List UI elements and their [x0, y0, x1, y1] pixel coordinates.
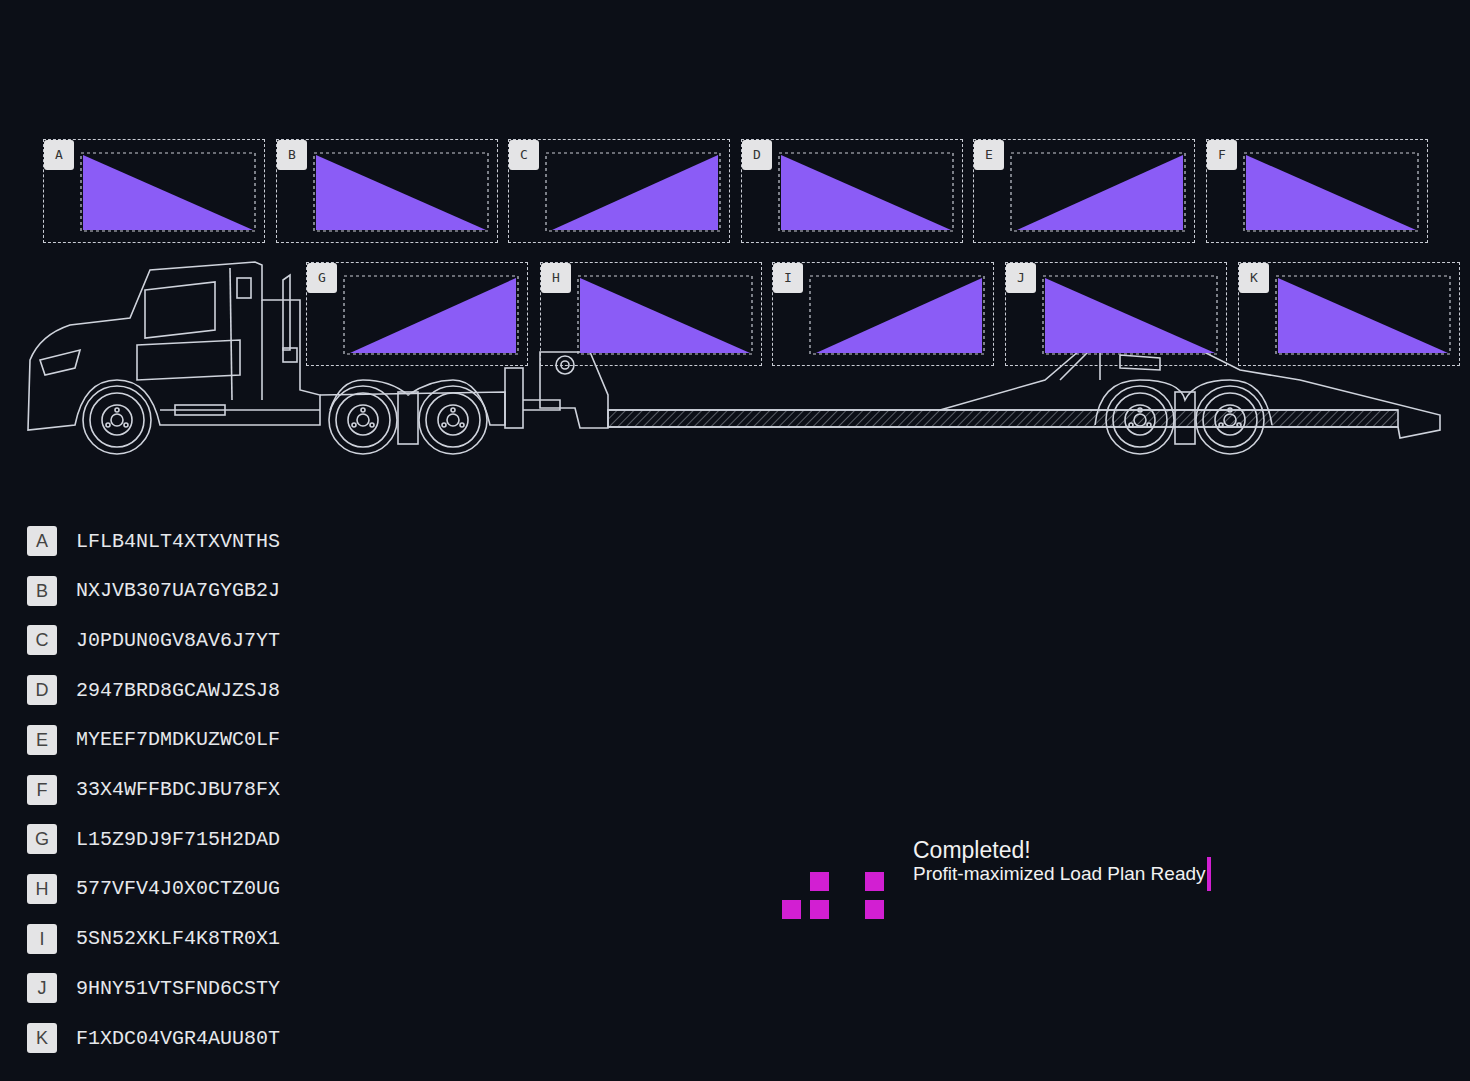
vehicle-shape — [773, 263, 993, 365]
vehicle-list-item: K F1XDC04VGR4AUU80T — [27, 1023, 280, 1053]
vehicle-shape — [307, 263, 527, 365]
vehicle-list-item: G L15Z9DJ9F715H2DAD — [27, 824, 280, 854]
list-letter: G — [27, 824, 57, 854]
vehicle-list-item: C J0PDUN0GV8AV6J7YT — [27, 625, 280, 655]
vehicle-list-item: H 577VFV4J0X0CTZ0UG — [27, 874, 280, 904]
vin-number: 9HNY51VTSFND6CSTY — [76, 977, 280, 1000]
vin-number: 5SN52XKLF4K8TR0X1 — [76, 927, 280, 950]
slot-letter: A — [44, 140, 74, 170]
vehicle-shape — [509, 140, 729, 242]
vehicle-slot: K — [1238, 262, 1460, 366]
slot-letter: E — [974, 140, 1004, 170]
vin-number: L15Z9DJ9F715H2DAD — [76, 828, 280, 851]
vehicle-list-item: F 33X4WFFBDCJBU78FX — [27, 775, 280, 805]
list-letter: B — [27, 576, 57, 606]
slot-letter: K — [1239, 263, 1269, 293]
vehicle-slot: B — [276, 139, 498, 243]
vehicle-slot: I — [772, 262, 994, 366]
vin-number: LFLB4NLT4XTXVNTHS — [76, 530, 280, 553]
vehicle-slot: H — [540, 262, 762, 366]
vehicle-slot: A — [43, 139, 265, 243]
vehicle-shape — [277, 140, 497, 242]
status-message: Profit-maximized Load Plan Ready — [913, 863, 1206, 885]
list-letter: H — [27, 874, 57, 904]
vin-number: J0PDUN0GV8AV6J7YT — [76, 629, 280, 652]
vin-number: NXJVB307UA7GYGB2J — [76, 579, 280, 602]
vehicle-shape — [742, 140, 962, 242]
list-letter: K — [27, 1023, 57, 1053]
list-letter: A — [27, 526, 57, 556]
vehicle-slot: E — [973, 139, 1195, 243]
vehicle-shape — [974, 140, 1194, 242]
vehicle-slot: G — [306, 262, 528, 366]
vehicle-shape — [541, 263, 761, 365]
list-letter: C — [27, 625, 57, 655]
vehicle-list-item: A LFLB4NLT4XTXVNTHS — [27, 526, 280, 556]
slot-letter: H — [541, 263, 571, 293]
list-letter: J — [27, 973, 57, 1003]
slot-letter: F — [1207, 140, 1237, 170]
list-letter: E — [27, 725, 57, 755]
slot-letter: B — [277, 140, 307, 170]
slot-letter: G — [307, 263, 337, 293]
vehicle-shape — [1006, 263, 1226, 365]
slot-letter: I — [773, 263, 803, 293]
status-title: Completed! — [913, 837, 1031, 864]
slot-letter: D — [742, 140, 772, 170]
vehicle-list-item: I 5SN52XKLF4K8TR0X1 — [27, 924, 280, 954]
slot-letter: J — [1006, 263, 1036, 293]
vin-number: F1XDC04VGR4AUU80T — [76, 1027, 280, 1050]
vin-number: 577VFV4J0X0CTZ0UG — [76, 877, 280, 900]
vehicle-list-item: B NXJVB307UA7GYGB2J — [27, 576, 280, 606]
vehicle-slot: D — [741, 139, 963, 243]
vehicle-list-item: E MYEEF7DMDKUZWC0LF — [27, 725, 280, 755]
vehicle-list-item: J 9HNY51VTSFND6CSTY — [27, 973, 280, 1003]
list-letter: D — [27, 675, 57, 705]
vehicle-slot: F — [1206, 139, 1428, 243]
list-letter: F — [27, 775, 57, 805]
vehicle-shape — [1207, 140, 1427, 242]
vin-number: MYEEF7DMDKUZWC0LF — [76, 728, 280, 751]
vehicle-shape — [44, 140, 264, 242]
vehicle-slot: J — [1005, 262, 1227, 366]
vin-number: 2947BRD8GCAWJZSJ8 — [76, 679, 280, 702]
slot-letter: C — [509, 140, 539, 170]
vin-number: 33X4WFFBDCJBU78FX — [76, 778, 280, 801]
list-letter: I — [27, 924, 57, 954]
vehicle-slot: C — [508, 139, 730, 243]
vehicle-list-item: D 2947BRD8GCAWJZSJ8 — [27, 675, 280, 705]
vehicle-shape — [1239, 263, 1459, 365]
